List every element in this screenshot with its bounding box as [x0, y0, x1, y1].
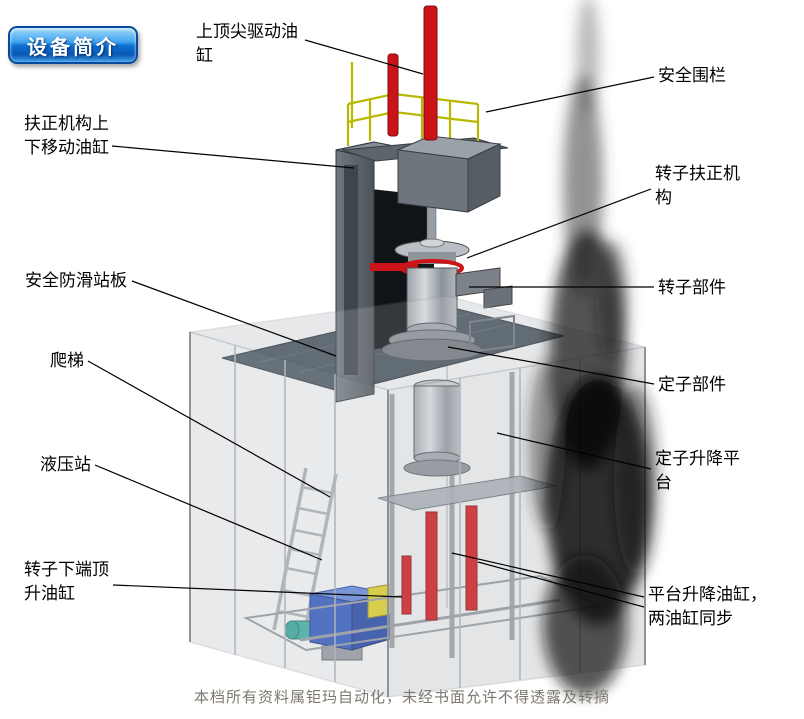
- label-top-spindle-cylinder: 上顶尖驱动油 缸: [196, 22, 298, 67]
- label-stator-lift-platform: 定子升降平 台: [655, 449, 740, 494]
- label-centering-move-cylinder: 扶正机构上 下移动油缸: [24, 114, 109, 159]
- leader-line: [466, 188, 652, 259]
- leader-line: [447, 346, 655, 385]
- leader-line: [111, 145, 355, 169]
- leader-line: [112, 584, 403, 598]
- label-stator-part: 定子部件: [658, 375, 726, 395]
- label-safety-fence: 安全围栏: [658, 66, 726, 86]
- safety-fence-shape: [346, 62, 480, 147]
- top-cylinder-shape: [387, 5, 438, 141]
- leader-line: [304, 39, 424, 75]
- ink-smudge: [529, 0, 658, 695]
- label-hydraulic-station: 液压站: [40, 455, 91, 475]
- leader-line: [94, 464, 323, 561]
- watermark-text: 本档所有资料属钜玛自动化，未经书面允许不得透露及转摘: [193, 688, 610, 706]
- leader-line: [477, 561, 645, 608]
- title-badge: 设备简介: [8, 26, 138, 64]
- leader-lines: [87, 39, 655, 608]
- leader-line: [87, 360, 331, 498]
- leader-line: [485, 76, 655, 113]
- head-box-shape: [341, 5, 509, 213]
- leader-line: [496, 432, 652, 470]
- leader-line: [131, 280, 337, 357]
- enclosure-edges: [189, 295, 646, 698]
- stator-lift-structure-shape: [242, 372, 604, 658]
- label-ladder: 爬梯: [50, 351, 84, 371]
- label-rotor-part: 转子部件: [658, 278, 726, 298]
- rotor-assembly-shape: [370, 205, 515, 362]
- leader-line: [451, 552, 645, 598]
- label-rotor-bottom-jack-cylinder: 转子下端顶 升油缸: [24, 560, 109, 605]
- label-platform-lift-cylinders: 平台升降油缸， 两油缸同步: [648, 585, 767, 630]
- label-rotor-centering-mechanism: 转子扶正机 构: [655, 164, 740, 209]
- label-anti-slip-platform: 安全防滑站板: [25, 271, 127, 291]
